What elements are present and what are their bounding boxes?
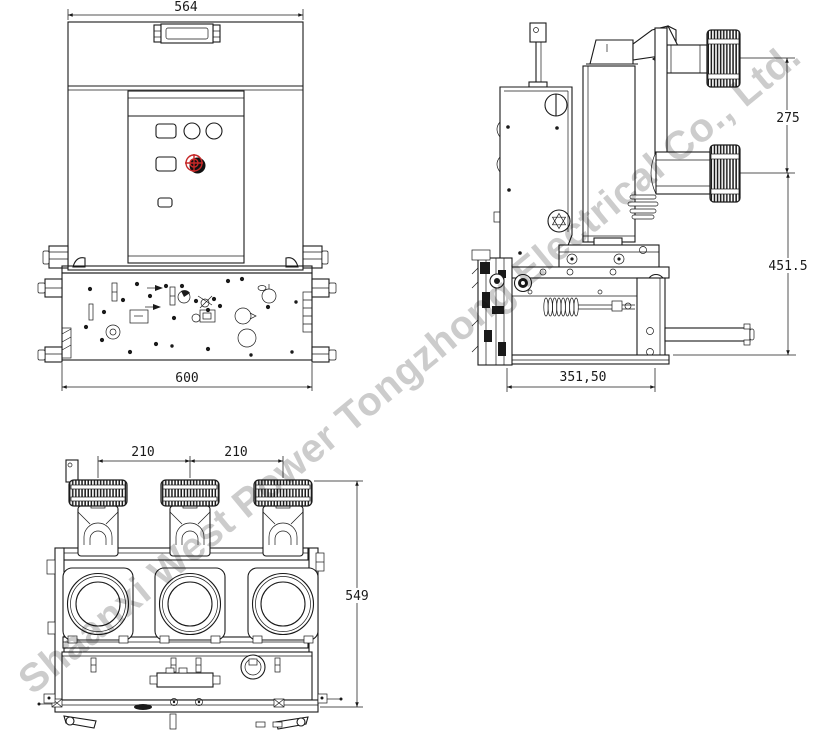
dim-overall-depth-label: 549 (345, 589, 368, 604)
bellows (627, 194, 659, 220)
upper-bushing (706, 29, 795, 88)
drive-spring (543, 297, 579, 317)
guide-strip (471, 249, 513, 366)
dim-bottom-width: 600 (61, 363, 313, 391)
front-view: 564 (37, 0, 337, 391)
lifting-handle (153, 23, 221, 44)
trip-button-icon (185, 154, 206, 174)
dim-overall-height: 451.5 (673, 173, 810, 356)
lower-bushing (709, 144, 795, 203)
pole-housing (169, 499, 211, 557)
dim-bushing-spacing: 275 (773, 57, 802, 173)
lower-arm (650, 151, 711, 195)
dim-depth: 351,50 (506, 368, 656, 392)
panel-window (155, 123, 177, 139)
top-view: 210 210 (37, 443, 374, 730)
insulating-link (654, 27, 668, 155)
truck (471, 249, 755, 366)
dim-bottom-width-label: 600 (175, 371, 198, 386)
dim-top-width: 564 (67, 0, 304, 20)
pole-column (582, 39, 638, 243)
nameplate-slot (157, 197, 173, 208)
dim-bushing-spacing-label: 275 (776, 111, 799, 126)
bushing-top (253, 479, 313, 507)
pole-tube (247, 567, 319, 644)
chassis-details (61, 276, 313, 359)
pole-support (558, 237, 660, 269)
upper-arm (632, 24, 708, 74)
side-view: 275 451.5 351,50 (471, 22, 810, 392)
chassis (37, 265, 337, 363)
dim-overall-height-label: 451.5 (768, 259, 807, 274)
dim-pole-pitch-1-label: 210 (131, 445, 154, 460)
control-panel (127, 90, 245, 264)
dim-pole-pitch-2-label: 210 (224, 445, 247, 460)
star-knob-icon (547, 209, 571, 233)
ground-lever (275, 716, 309, 730)
base-plate (37, 693, 343, 730)
panel-window (155, 156, 177, 172)
indicator-button (183, 122, 201, 140)
ground-lever (63, 715, 97, 729)
bushing-top (160, 479, 220, 507)
pole-tube (62, 567, 134, 644)
indicator-button (205, 122, 223, 140)
pole-housing (77, 499, 119, 557)
interlock-bracket (528, 22, 548, 88)
chassis-holes (83, 276, 298, 357)
dim-depth-label: 351,50 (560, 370, 607, 385)
push-rod (664, 323, 755, 346)
corner-bracket (65, 459, 79, 483)
breaker-cabinet (42, 21, 329, 271)
dim-pole-pitch: 210 210 (97, 443, 284, 478)
mechanism-housing-top (61, 651, 313, 701)
roller-wheel (513, 273, 533, 293)
bushing-top (68, 479, 128, 507)
dim-top-width-label: 564 (174, 0, 198, 15)
cabinet-side-lugs (42, 245, 329, 269)
dim-overall-depth: 549 (314, 480, 374, 708)
pole-housing (262, 499, 304, 557)
pole-tube (154, 567, 226, 644)
